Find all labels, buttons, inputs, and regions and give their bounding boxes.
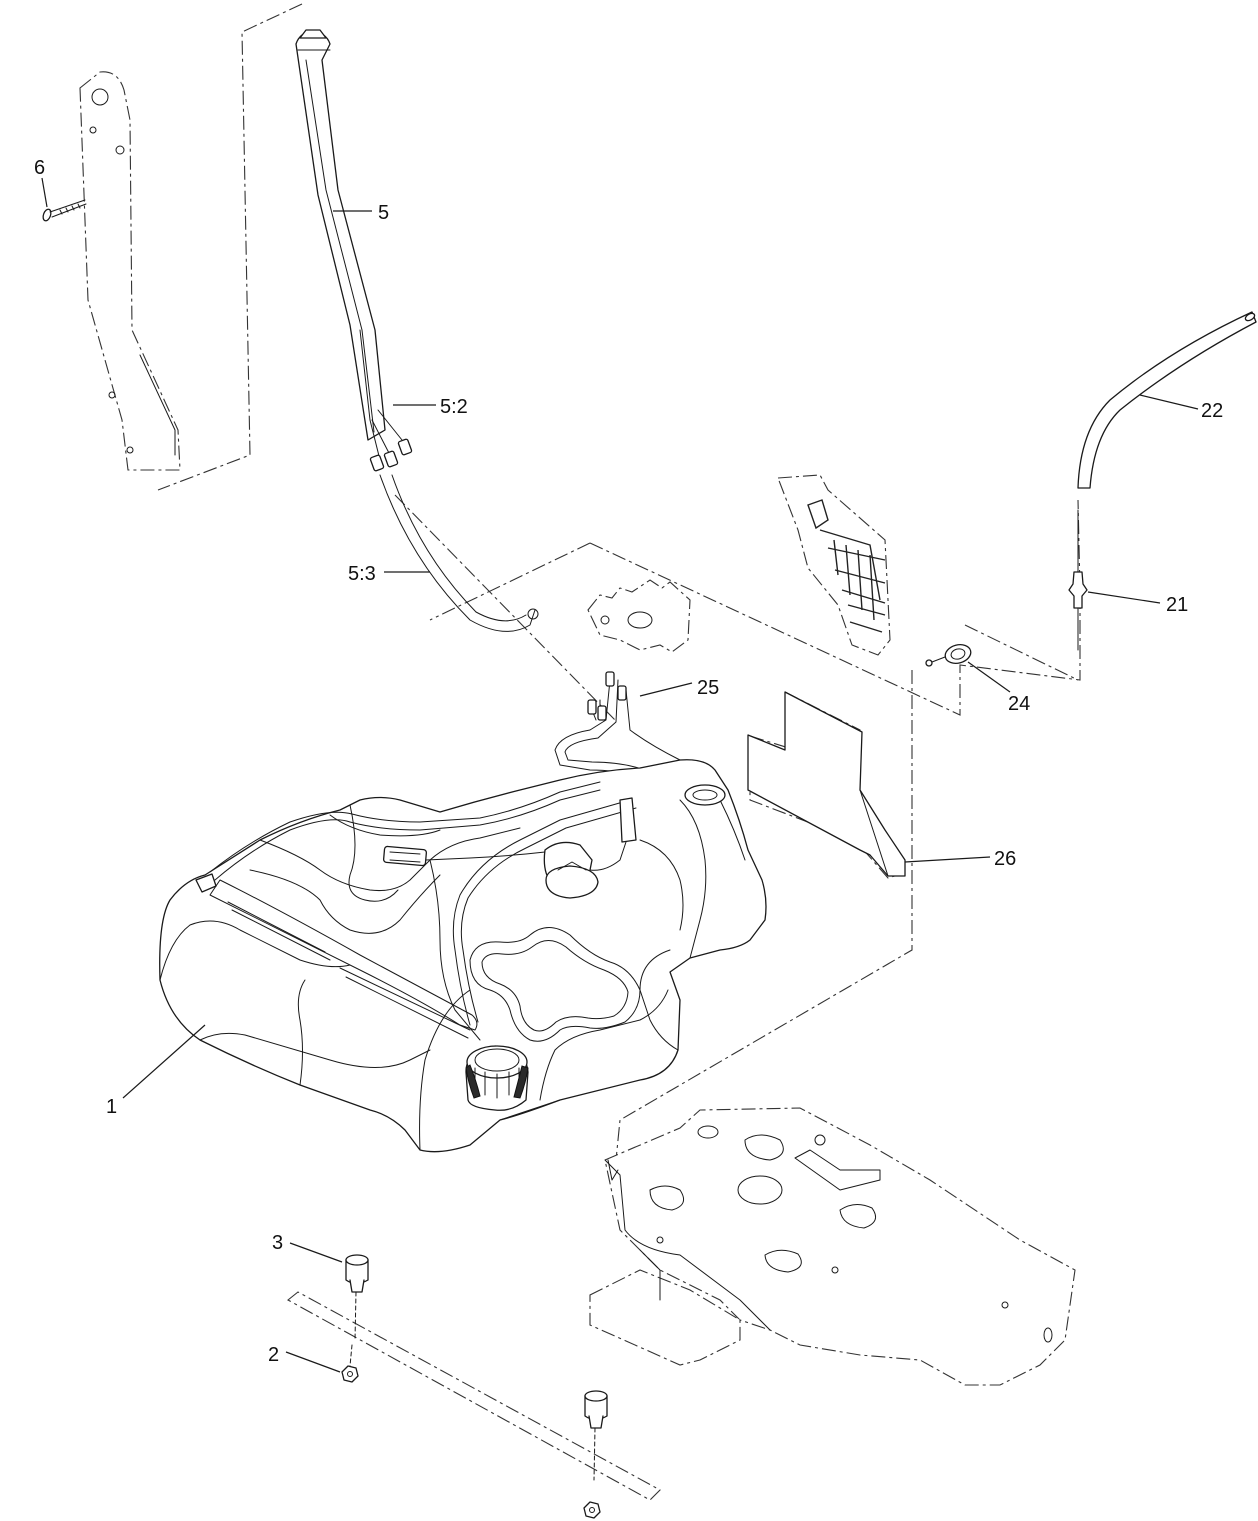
callout-24: 24 bbox=[1008, 693, 1030, 715]
heat-shield-pad-part-26 bbox=[747, 691, 906, 879]
vent-hose-part-5-3 bbox=[379, 474, 539, 632]
nut-part-2 bbox=[341, 1344, 359, 1383]
heat-shield-bracket-ghost bbox=[777, 474, 891, 656]
frame-plate-ghost bbox=[589, 1107, 1076, 1386]
bumper-part-3 bbox=[345, 1254, 369, 1341]
callout-labels: 1 2 3 5 5:2 5:3 6 21 22 24 25 26 bbox=[34, 157, 1223, 1366]
filler-neck-part-5 bbox=[295, 29, 386, 441]
callout-25: 25 bbox=[697, 677, 719, 699]
callout-5: 5 bbox=[378, 202, 389, 224]
callout-5-3: 5:3 bbox=[348, 563, 376, 585]
bolt-part-6 bbox=[42, 199, 87, 222]
frame-phantom-lines bbox=[157, 3, 1081, 1171]
callout-leaders bbox=[41, 177, 1199, 1373]
grommet-part-24 bbox=[925, 644, 972, 667]
mount-bracket-ghost bbox=[587, 579, 691, 653]
bracket-upright bbox=[79, 71, 181, 471]
fitting-part-21 bbox=[1068, 509, 1088, 651]
fuel-tank-part-1 bbox=[159, 759, 767, 1153]
vent-hose-part-22 bbox=[1077, 311, 1257, 489]
bumper-second bbox=[583, 1390, 608, 1519]
filler-cap bbox=[465, 1045, 529, 1111]
callout-6: 6 bbox=[34, 157, 45, 179]
callout-21: 21 bbox=[1166, 594, 1188, 616]
callout-1: 1 bbox=[106, 1096, 117, 1118]
callout-26: 26 bbox=[994, 848, 1016, 870]
callout-2: 2 bbox=[268, 1344, 279, 1366]
callout-22: 22 bbox=[1201, 400, 1223, 422]
vent-hoses-part-5-2 bbox=[359, 329, 413, 472]
callout-5-2: 5:2 bbox=[440, 396, 468, 418]
callout-3: 3 bbox=[272, 1232, 283, 1254]
support-rail-ghost bbox=[287, 1291, 661, 1501]
